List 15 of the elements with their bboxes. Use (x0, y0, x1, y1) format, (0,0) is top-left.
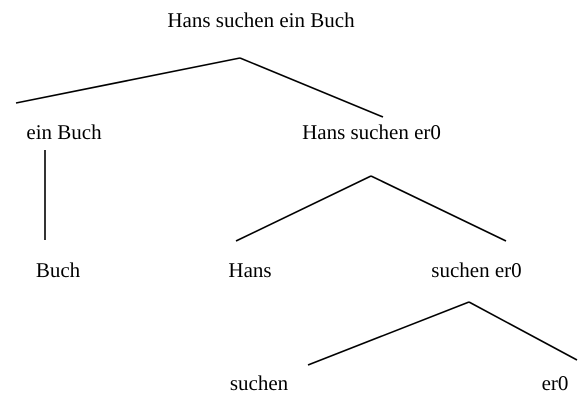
tree-node-label: er0 (542, 371, 568, 395)
tree-node-label: ein Buch (26, 120, 102, 144)
tree-branch-line (240, 57, 384, 118)
tree-node-label: suchen (230, 371, 288, 395)
tree-node-label: Buch (36, 258, 80, 282)
tree-node-label: Hans suchen ein Buch (167, 8, 355, 32)
tree-node-label: Hans (228, 258, 272, 282)
tree-node-label: suchen er0 (431, 258, 522, 282)
tree-branch-line (236, 175, 372, 242)
tree-branch-line (370, 175, 506, 242)
tree-node-label: Hans suchen er0 (302, 120, 441, 144)
tree-branch-line (44, 150, 46, 240)
tree-branch-line (308, 301, 470, 366)
tree-branch-line (16, 57, 240, 104)
tree-branch-line (468, 301, 578, 361)
